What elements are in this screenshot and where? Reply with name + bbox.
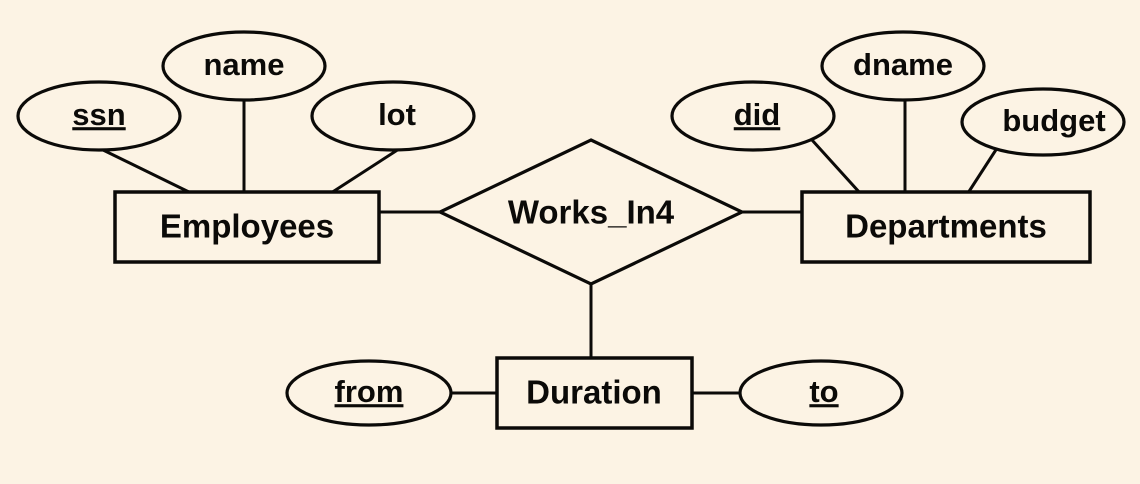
- attribute-to[interactable]: to: [738, 359, 904, 427]
- attribute-budget[interactable]: budget: [960, 87, 1126, 157]
- entity-label: Employees: [160, 208, 334, 245]
- entity-duration[interactable]: Duration: [495, 356, 694, 430]
- diamond-shape: [436, 138, 746, 286]
- attribute-label: from: [335, 374, 404, 409]
- attribute-ellipse: [310, 80, 476, 152]
- attribute-dname[interactable]: dname: [820, 30, 986, 102]
- attribute-ellipse: [820, 30, 986, 102]
- attribute-lot[interactable]: lot: [310, 80, 476, 152]
- entity-label: Departments: [845, 208, 1047, 245]
- entity-label: Duration: [526, 374, 662, 411]
- attribute-label: dname: [853, 47, 953, 82]
- entity-box: [800, 190, 1092, 264]
- relationship-works_in4[interactable]: Works_In4: [436, 138, 746, 286]
- attribute-did[interactable]: did: [670, 80, 836, 152]
- attribute-label: ssn: [72, 97, 125, 132]
- edge-budget-departments: [966, 141, 1003, 194]
- entity-departments[interactable]: Departments: [800, 190, 1092, 264]
- attribute-label: did: [734, 97, 781, 132]
- edge-layer: [100, 100, 1003, 395]
- edge-lot-employees: [330, 147, 400, 195]
- attribute-ellipse: [960, 87, 1126, 157]
- entity-box: [495, 356, 694, 430]
- attribute-label: to: [809, 374, 838, 409]
- attribute-ellipse: [161, 30, 327, 102]
- attribute-ssn[interactable]: ssn: [16, 80, 182, 152]
- attribute-ellipse: [285, 359, 453, 427]
- entity-box: [113, 190, 381, 264]
- edge-ssn-employees: [100, 147, 192, 195]
- entity-employees[interactable]: Employees: [113, 190, 381, 264]
- attribute-name[interactable]: name: [161, 30, 327, 102]
- attribute-label: lot: [378, 97, 416, 132]
- attribute-ellipse: [16, 80, 182, 152]
- edge-did-departments: [810, 138, 862, 195]
- attribute-from[interactable]: from: [285, 359, 453, 427]
- attribute-label: budget: [1002, 103, 1105, 138]
- relationship-label: Works_In4: [508, 194, 675, 231]
- attribute-ellipse: [670, 80, 836, 152]
- attribute-ellipse: [738, 359, 904, 427]
- attribute-label: name: [204, 47, 285, 82]
